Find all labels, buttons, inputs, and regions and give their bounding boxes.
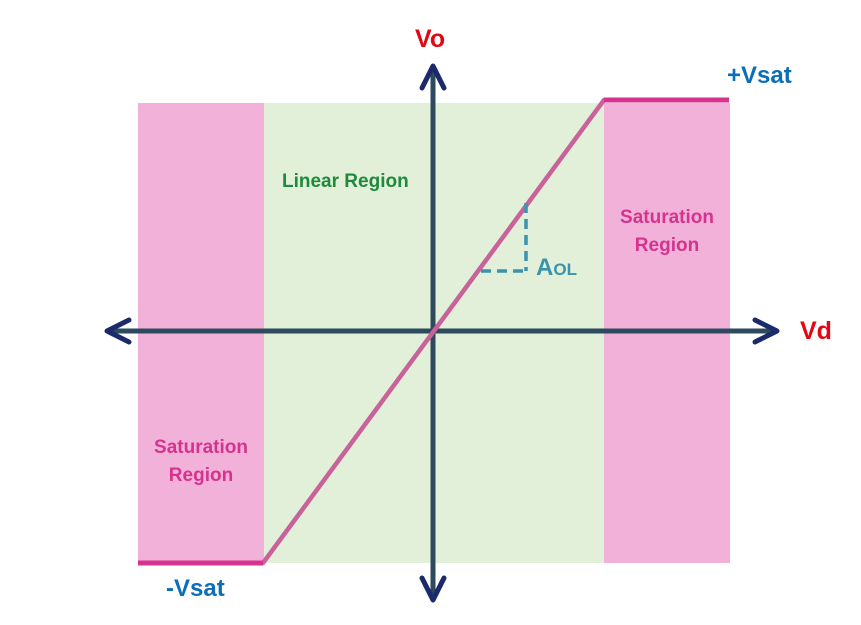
y-axis-title: Vo bbox=[415, 25, 446, 53]
saturation-region-right-label: Saturation Region bbox=[606, 204, 728, 260]
positive-saturation-label: +Vsat bbox=[727, 62, 792, 89]
y-axis-top-arrowhead bbox=[419, 63, 447, 91]
x-axis-right-arrowhead bbox=[752, 317, 780, 345]
open-loop-gain-label: AOL bbox=[536, 254, 577, 281]
saturation-region-right-line-1: Saturation bbox=[620, 207, 714, 228]
gain-subscript: OL bbox=[553, 260, 577, 279]
saturation-region-left-line-2: Region bbox=[168, 465, 234, 486]
x-axis-title: Vd bbox=[800, 317, 832, 345]
transfer-curve-linear bbox=[260, 97, 607, 566]
gain-symbol: A bbox=[536, 254, 554, 281]
saturation-region-right-line-2: Region bbox=[634, 235, 700, 256]
negative-saturation-label: -Vsat bbox=[166, 575, 225, 602]
y-axis-bottom-arrowhead bbox=[419, 575, 447, 603]
saturation-region-left-label: Saturation Region bbox=[140, 434, 262, 490]
saturation-region-left-line-1: Saturation bbox=[154, 437, 248, 458]
x-axis-left-arrowhead bbox=[104, 317, 132, 345]
linear-region-label: Linear Region bbox=[282, 171, 409, 192]
